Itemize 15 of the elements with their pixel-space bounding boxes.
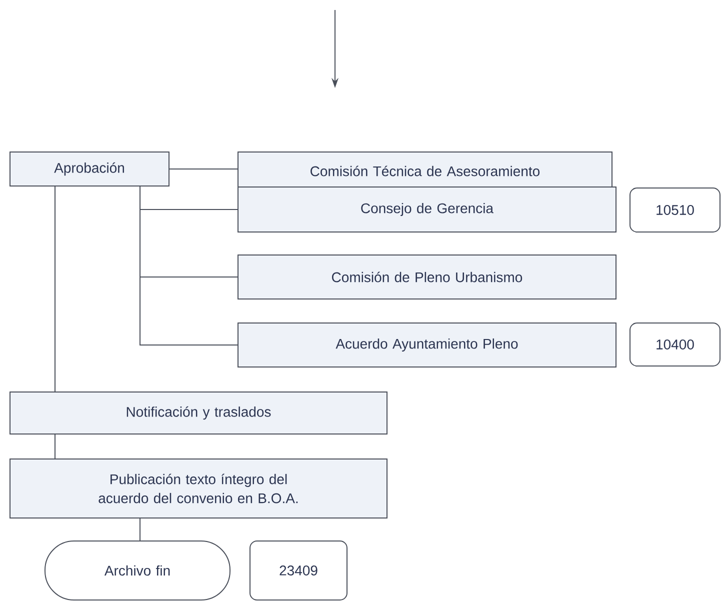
connector — [140, 186, 238, 346]
connector — [54, 434, 56, 459]
process-box: Acuerdo Ayuntamiento Pleno — [238, 322, 616, 368]
terminal-box: Archivo fin — [44, 540, 230, 600]
process-box: Publicación texto íntegro del acuerdo del convenio en B.O.A. — [10, 458, 388, 518]
process-box: Comisión Técnica de Asesoramiento — [238, 152, 612, 190]
process-box: Consejo de Gerencia — [238, 186, 616, 232]
connector — [54, 186, 56, 392]
process-box: Aprobación — [10, 152, 170, 186]
process-box: Comisión de Pleno Urbanismo — [238, 254, 616, 300]
process-box: Notificación y traslados — [10, 392, 388, 434]
code-box: 10510 — [630, 188, 720, 232]
code-box: 10400 — [630, 322, 720, 366]
connector — [169, 168, 238, 170]
code-box: 23409 — [250, 540, 348, 600]
